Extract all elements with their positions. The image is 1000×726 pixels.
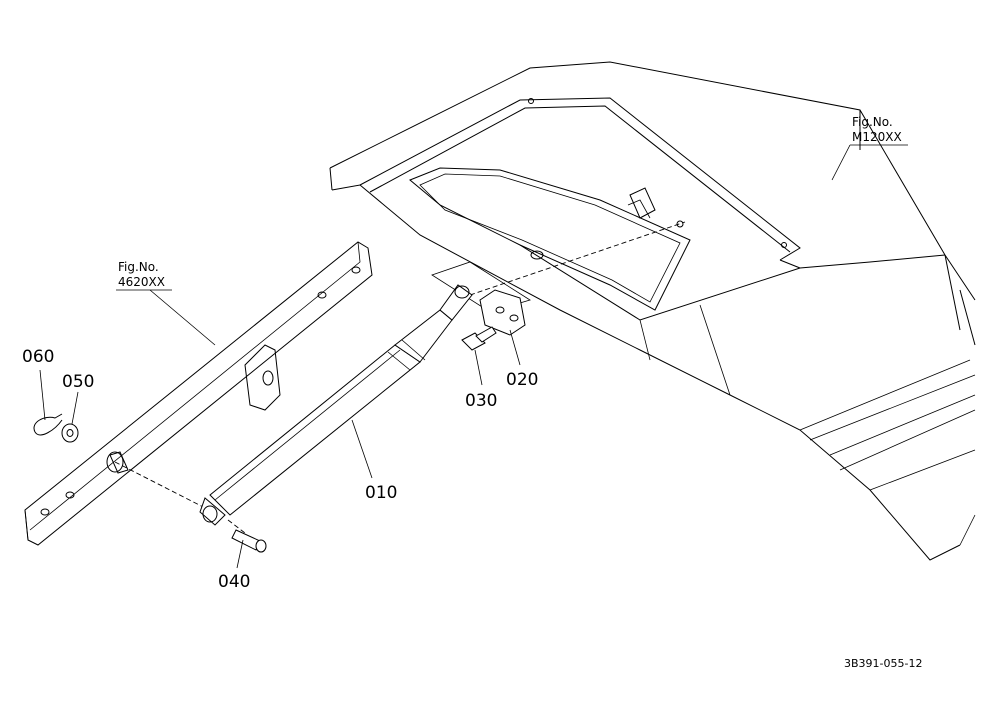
reference-top: Fig.No. M120XX bbox=[850, 115, 908, 146]
reference-left: Fig.No. 4620XX bbox=[116, 260, 172, 291]
reference-left-number: 4620XX bbox=[118, 275, 165, 289]
part-label-010: 010 bbox=[365, 483, 397, 503]
gas-strut bbox=[199, 284, 473, 526]
alignment-line-lower bbox=[114, 461, 216, 514]
drawing-code: 3B391-055-12 bbox=[844, 657, 922, 670]
hood-assembly bbox=[329, 61, 976, 561]
part-label-060: 060 bbox=[22, 347, 54, 367]
alignment-line-upper bbox=[469, 221, 686, 296]
washer bbox=[61, 423, 79, 443]
leader-lines bbox=[39, 144, 851, 569]
frame-bar bbox=[24, 241, 373, 546]
reference-left-title: Fig.No. bbox=[118, 260, 159, 274]
alignment-line-pin bbox=[227, 519, 246, 534]
r-pin bbox=[33, 413, 63, 436]
part-label-050: 050 bbox=[62, 372, 94, 392]
part-label-020: 020 bbox=[506, 370, 538, 390]
reference-top-title: Fig.No. bbox=[852, 115, 893, 129]
clevis-pin bbox=[231, 529, 267, 553]
part-label-040: 040 bbox=[218, 572, 250, 592]
flange-bolt bbox=[461, 326, 497, 351]
part-label-030: 030 bbox=[465, 391, 497, 411]
strut-bracket bbox=[479, 289, 526, 336]
reference-top-number: M120XX bbox=[852, 130, 902, 144]
mounting-plate bbox=[431, 261, 531, 313]
